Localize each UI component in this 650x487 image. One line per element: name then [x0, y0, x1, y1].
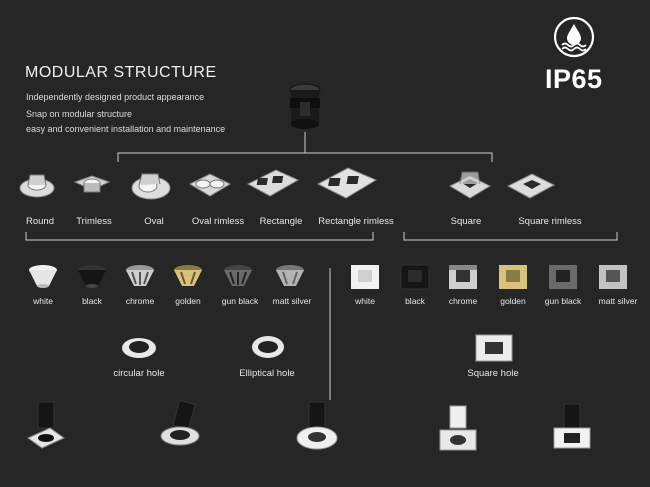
square-reflector-chrome-icon — [449, 265, 477, 289]
trim-label-oval-rimless: Oval rimless — [191, 216, 245, 227]
reflector-label-chrome: chrome — [125, 296, 155, 306]
feature-line-3: easy and convenient installation and mai… — [26, 124, 226, 134]
square-reflector-label-gun-black: gun black — [544, 296, 582, 306]
reflector-golden-icon — [174, 265, 202, 286]
reflector-gun-black-icon — [224, 265, 252, 286]
elliptical-hole-icon — [252, 336, 284, 358]
square-reflector-white-icon — [351, 265, 379, 289]
driver-module-icon — [289, 83, 321, 129]
square-reflector-label-golden: golden — [500, 296, 526, 306]
trim-label-oval: Oval — [144, 216, 164, 227]
square-reflector-label-matt-silver: matt silver — [598, 296, 638, 306]
trimless-icon — [73, 175, 111, 193]
trim-label-square: Square — [450, 216, 482, 227]
round-reflector-row — [0, 262, 330, 296]
trim-label-trimless: Trimless — [76, 216, 112, 227]
fixture-square-hole-icon — [553, 403, 591, 449]
hole-label-elliptical: Elliptical hole — [239, 368, 295, 379]
reflector-label-black: black — [82, 296, 102, 306]
square-reflector-label-chrome: chrome — [448, 296, 478, 306]
reflector-black-icon — [78, 265, 106, 288]
feature-line-1: Independently designed product appearanc… — [26, 92, 205, 102]
oval-trim-icon — [131, 173, 171, 200]
square-reflector-matt-silver-icon — [599, 265, 627, 289]
reflector-matt-silver-icon — [276, 265, 304, 286]
rectangle-rimless-icon — [316, 167, 378, 199]
fixture-round-white-icon — [296, 401, 338, 450]
page-title: MODULAR STRUCTURE — [25, 64, 217, 81]
trim-icon-row — [0, 166, 650, 206]
hole-label-circular: circular hole — [113, 368, 165, 379]
square-reflector-black-icon — [400, 264, 430, 290]
reflector-chrome-icon — [126, 265, 154, 286]
square-reflector-gun-black-icon — [549, 265, 577, 289]
square-reflector-golden-icon — [499, 265, 527, 289]
round-trim-icon — [19, 174, 55, 198]
fixture-square-trim-icon — [439, 405, 477, 451]
ip-rating: IP65 — [545, 64, 603, 94]
square-reflector-row — [340, 264, 650, 296]
trim-label-rectangle-rimless: Rectangle rimless — [318, 216, 394, 227]
square-reflector-label-black: black — [405, 296, 425, 306]
circular-hole-icon — [122, 338, 156, 358]
trim-label-rectangle: Rectangle — [259, 216, 303, 227]
fixture-round-tilt-icon — [160, 399, 200, 446]
reflector-label-matt-silver: matt silver — [272, 296, 312, 306]
hole-label-square: Square hole — [467, 368, 519, 379]
reflector-label-golden: golden — [175, 296, 201, 306]
square-reflector-label-white: white — [355, 296, 375, 306]
square-trim-icon — [448, 171, 492, 199]
oval-rimless-icon — [188, 173, 232, 197]
fixture-round-black-icon — [27, 401, 65, 449]
feature-line-2: Snap on modular structure — [26, 109, 133, 119]
trim-label-round: Round — [26, 216, 54, 227]
square-hole-icon — [475, 334, 513, 362]
trim-label-square-rimless: Square rimless — [518, 216, 582, 227]
reflector-white-icon — [29, 265, 57, 288]
square-rimless-icon — [506, 173, 556, 199]
reflector-label-white: white — [33, 296, 53, 306]
reflector-label-gun-black: gun black — [221, 296, 259, 306]
waterproof-drop-icon — [553, 16, 595, 58]
rectangle-trim-icon — [246, 169, 300, 197]
